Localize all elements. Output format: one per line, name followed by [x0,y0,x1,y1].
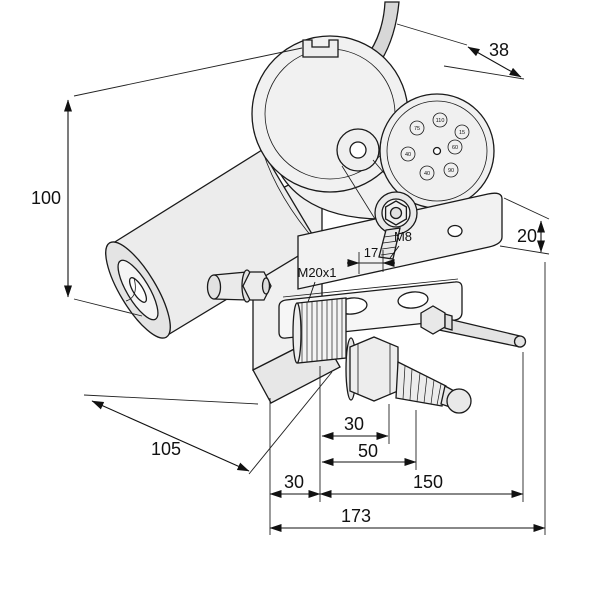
disc-marking: 15 [459,130,465,136]
disc-marking: 90 [448,168,454,174]
leader-lines [307,245,400,303]
dim-label-17: 17 [364,245,378,260]
ball-end [446,388,472,414]
side-rod [420,305,527,348]
dimension-labels: 100 38 20 105 30 50 30 150 173 17 M8 M20… [31,40,537,526]
dim-line-105 [91,400,250,472]
cover-clip [302,39,339,58]
thread-label-m8: M8 [394,229,412,244]
motor-shaft-end [128,277,148,303]
motor-body [105,149,319,339]
side-mounting-bolt [206,269,272,303]
dim-label-100: 100 [31,188,61,208]
rod-collar [444,313,453,331]
drive-pulley [336,128,380,172]
dim-label-50: 50 [358,441,378,461]
m8-thread-hatch [380,234,400,256]
sweep-angle-disc: 75 110 15 40 60 40 90 [379,93,495,209]
thread-label-m20x1: M20x1 [297,265,336,280]
hub-center [389,206,403,220]
disc-inner-ring [386,100,488,202]
large-hex-nut [345,336,399,402]
dim-label-20: 20 [517,226,537,246]
plate-slot [397,291,429,309]
rod-hex-head [420,305,446,335]
dim-label-150: 150 [413,472,443,492]
m20-leader [307,281,316,303]
disc-marking: 40 [424,171,430,177]
dim-line-38 [467,46,522,78]
bushing-end-washer [292,302,302,364]
disc-marking: 75 [414,126,420,132]
dimension-lines [64,46,546,532]
dim-label-30-base: 30 [284,472,304,492]
dim-label-38: 38 [489,40,509,60]
disc-marking: 110 [436,118,445,124]
knurl-hatch [402,365,442,406]
dim-label-105: 105 [151,439,181,459]
bolt-head [206,274,222,300]
m8-leader [389,245,400,259]
rod-tip [513,335,527,348]
motor-cap-detail [125,277,136,302]
dim-label-173: 173 [341,506,371,526]
arm-hole [447,224,463,238]
disc-marking: 60 [452,145,458,151]
m20-threaded-bushing [292,297,347,364]
disc-marking: 40 [405,152,411,158]
plate-top-edge [282,278,459,298]
dim-label-30-hex: 30 [344,414,364,434]
disc-center [432,146,442,156]
m20-thread-hatch [301,298,343,363]
bolt-tip [261,277,271,295]
output-hub [374,191,418,260]
knurled-cone [395,360,472,414]
